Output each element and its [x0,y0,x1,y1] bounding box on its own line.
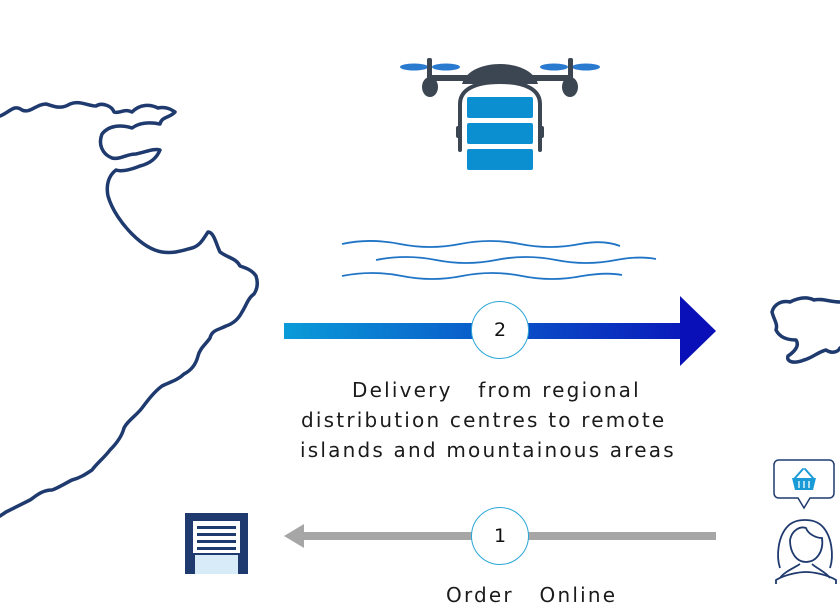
parcel-icon [467,123,533,144]
parcel-icon [467,97,533,118]
order-caption: Order Online [446,583,618,607]
delivery-caption-line-1: Delivery from regional [352,378,641,402]
step-1-badge: 1 [471,507,529,565]
shopping-basket-icon [792,468,816,490]
delivery-caption-line-2: distribution centres to remote [301,408,667,432]
delivery-caption-line-3: islands and mountainous areas [300,438,676,462]
propeller-icon [572,63,600,71]
propeller-icon [400,63,428,71]
propeller-icon [432,63,460,71]
step-2-badge: 2 [471,301,529,359]
propeller-icon [540,63,568,71]
parcel-icon [467,149,533,170]
